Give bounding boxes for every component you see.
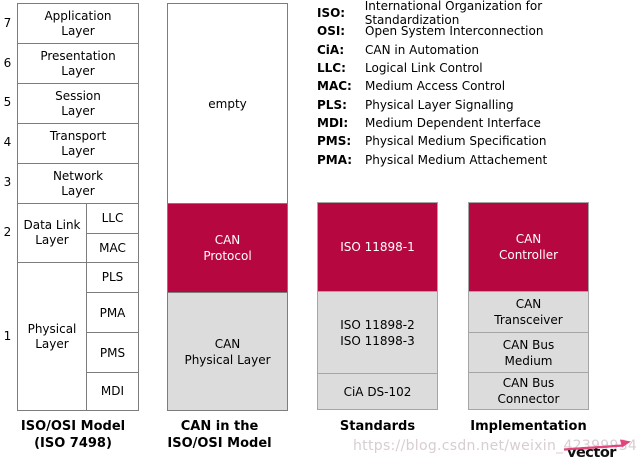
legend-abbr: MDI: [317, 115, 349, 130]
legend-def: Logical Link Control [365, 61, 483, 76]
osi-sub-pma: PMA [86, 292, 139, 334]
osi-sub-llc: LLC [86, 203, 139, 234]
osi-layer-number-5: 5 [3, 95, 12, 109]
legend-row-cia: CiA: CAN in Automation [317, 41, 639, 59]
legend-def: Physical Medium Attachement [365, 152, 548, 167]
legend-abbr: MAC: [317, 79, 352, 94]
legend-def: CAN in Automation [365, 42, 480, 57]
caption-iso-osi-model: ISO/OSI Model (ISO 7498) [20, 419, 126, 451]
standard-cia-ds102-box: CiA DS-102 [317, 373, 438, 410]
can-controller-box: CAN Controller [468, 202, 589, 292]
legend-row-osi: OSI: Open System Interconnection [317, 22, 639, 40]
vector-logo: vector [562, 436, 638, 463]
legend-def: Medium Access Control [365, 79, 506, 94]
osi-row-presentation: Presentation Layer [17, 43, 139, 84]
legend-row-mdi: MDI: Medium Dependent Interface [317, 114, 639, 132]
legend-def: International Organization for Standardi… [364, 0, 543, 28]
can-transceiver-box: CAN Transceiver [468, 291, 589, 333]
can-bus-medium-box: CAN Bus Medium [468, 332, 589, 373]
vector-logo-arrowhead [620, 439, 631, 448]
legend-row-iso: ISO: International Organization for Stan… [317, 0, 639, 27]
osi-row-physical: Physical Layer [17, 262, 87, 411]
osi-layer-number-1: 1 [3, 329, 12, 343]
osi-sub-mdi: MDI [86, 372, 139, 411]
can-empty-box: empty [167, 3, 288, 204]
standards-column: ISO 11898-1 ISO 11898-2 ISO 11898-3 CiA … [317, 202, 438, 410]
osi-row-datalink: Data Link Layer [17, 203, 87, 263]
legend-def: Open System Interconnection [365, 24, 544, 39]
can-model-column: empty CAN Protocol CAN Physical Layer [167, 3, 288, 411]
osi-sub-pls: PLS [86, 262, 139, 293]
vector-logo-graphic: vector [563, 439, 631, 461]
osi-layer-number-4: 4 [3, 135, 12, 149]
legend-def: Medium Dependent Interface [365, 115, 541, 130]
legend-row-llc: LLC: Logical Link Control [317, 59, 639, 77]
osi-row-session: Session Layer [17, 83, 139, 124]
legend-abbr: PMS: [317, 134, 352, 149]
legend-abbr: PMA: [317, 152, 353, 167]
can-physical-layer-box: CAN Physical Layer [167, 292, 288, 411]
legend-abbr: LLC: [317, 61, 346, 76]
osi-layer-number-7: 7 [3, 16, 12, 30]
osi-row-application: Application Layer [17, 3, 139, 44]
legend-abbr: ISO: [317, 6, 346, 21]
legend-def: Physical Layer Signalling [365, 97, 514, 112]
legend-def: Physical Medium Specification [365, 134, 547, 149]
legend-row-mac: MAC: Medium Access Control [317, 77, 639, 95]
abbreviation-legend: ISO: International Organization for Stan… [317, 0, 639, 169]
legend-row-pms: PMS: Physical Medium Specification [317, 132, 639, 150]
legend-row-pls: PLS: Physical Layer Signalling [317, 95, 639, 113]
osi-row-transport: Transport Layer [17, 123, 139, 164]
osi-layer-number-3: 3 [3, 175, 12, 189]
caption-standards: Standards [339, 419, 416, 434]
legend-abbr: CiA: [317, 42, 345, 57]
osi-model-table: Application Layer Presentation Layer Ses… [17, 3, 139, 411]
legend-row-pma: PMA: Physical Medium Attachement [317, 150, 639, 168]
caption-implementation: Implementation [470, 419, 587, 434]
osi-layer-number-2: 2 [3, 225, 12, 239]
osi-sub-mac: MAC [86, 233, 139, 264]
osi-sub-pms: PMS [86, 332, 139, 374]
implementation-column: CAN Controller CAN Transceiver CAN Bus M… [468, 202, 589, 410]
legend-abbr: OSI: [317, 24, 346, 39]
legend-abbr: PLS: [317, 97, 347, 112]
vector-logo-swoosh [563, 444, 623, 451]
osi-row-network: Network Layer [17, 163, 139, 204]
standard-iso-11898-1-box: ISO 11898-1 [317, 202, 438, 292]
can-protocol-box: CAN Protocol [167, 203, 288, 293]
osi-layer-number-6: 6 [3, 56, 12, 70]
standard-iso-11898-2-3-box: ISO 11898-2 ISO 11898-3 [317, 291, 438, 374]
caption-can-in-osi: CAN in the ISO/OSI Model [167, 419, 272, 451]
can-bus-connector-box: CAN Bus Connector [468, 372, 589, 410]
